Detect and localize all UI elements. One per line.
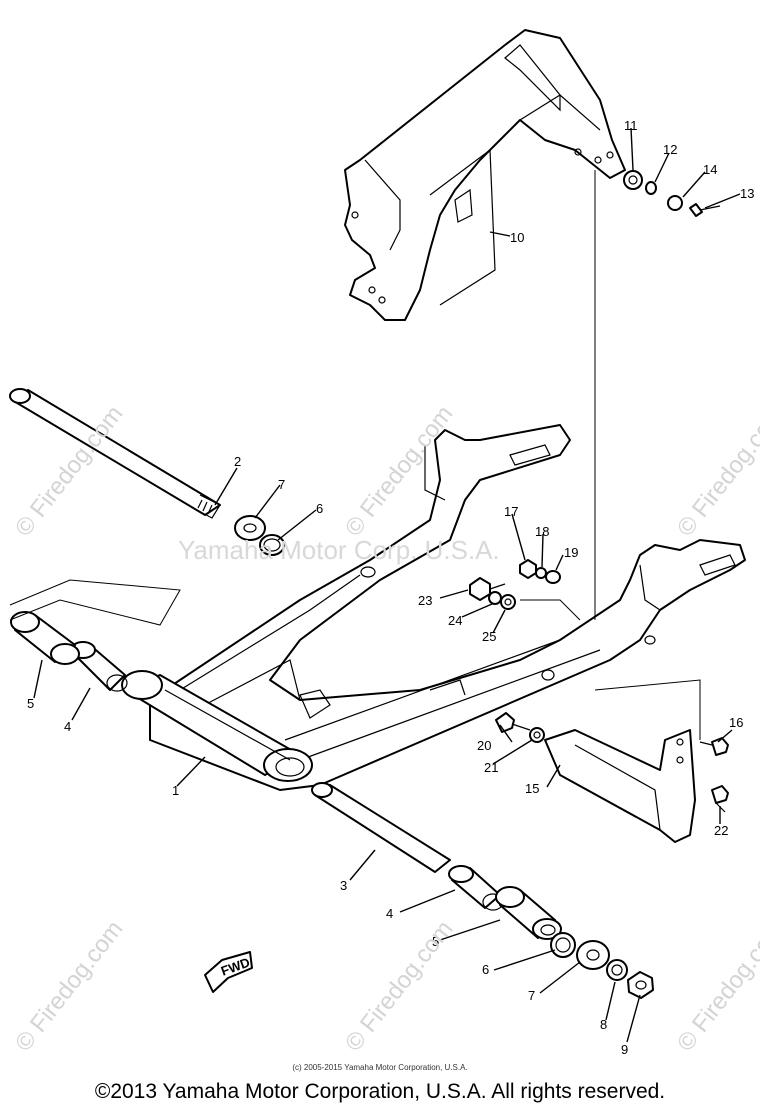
part-number-labels: 1 2 3 4 4 5 5 6 6 7 7 8 9 10 11 12 13 14… (27, 118, 754, 1057)
part-label-22: 22 (714, 823, 728, 838)
part-label-12: 12 (663, 142, 677, 157)
part-label-6b: 6 (482, 962, 489, 977)
part-label-13: 13 (740, 186, 754, 201)
collar-part (311, 782, 451, 873)
copyright-footer: ©2013 Yamaha Motor Corporation, U.S.A. A… (94, 1080, 666, 1103)
part-label-10: 10 (510, 230, 524, 245)
swingarm-part (121, 424, 746, 791)
watermark-center-text: Yamaha Motor Corp. U.S.A. (178, 535, 500, 565)
pivot-bushing-part (10, 611, 562, 940)
part-label-14: 14 (703, 162, 717, 177)
part-label-18: 18 (535, 524, 549, 539)
part-label-4b: 4 (386, 906, 393, 921)
copyright-small: (c) 2005-2015 Yamaha Motor Corporation, … (292, 1063, 468, 1072)
part-label-8: 8 (600, 1017, 607, 1032)
part-label-23: 23 (418, 593, 432, 608)
part-label-2: 2 (234, 454, 241, 469)
part-label-21: 21 (484, 760, 498, 775)
forward-arrow-icon: FWD (204, 951, 253, 993)
part-label-7b: 7 (528, 988, 535, 1003)
part-label-1: 1 (172, 783, 179, 798)
chain-guard-fastener-part (623, 170, 721, 217)
part-label-9: 9 (621, 1042, 628, 1057)
part-label-15: 15 (525, 781, 539, 796)
bracket-part (544, 729, 729, 843)
part-label-24: 24 (448, 613, 462, 628)
leader-lines (33, 127, 741, 1043)
part-label-19: 19 (564, 545, 578, 560)
chain-guard-part (344, 29, 626, 321)
part-label-17: 17 (504, 504, 518, 519)
part-label-25: 25 (482, 629, 496, 644)
part-label-5a: 5 (27, 696, 34, 711)
part-label-6a: 6 (316, 501, 323, 516)
pivot-shaft-part (9, 388, 221, 519)
part-label-5b: 5 (432, 934, 439, 949)
part-label-7a: 7 (278, 477, 285, 492)
part-label-11: 11 (624, 118, 638, 133)
part-label-4a: 4 (64, 719, 71, 734)
part-label-3: 3 (340, 878, 347, 893)
alignment-lines (9, 170, 701, 740)
washer-part (234, 515, 654, 999)
part-label-16: 16 (729, 715, 743, 730)
part-label-20: 20 (477, 738, 491, 753)
bolt-part (469, 559, 561, 743)
